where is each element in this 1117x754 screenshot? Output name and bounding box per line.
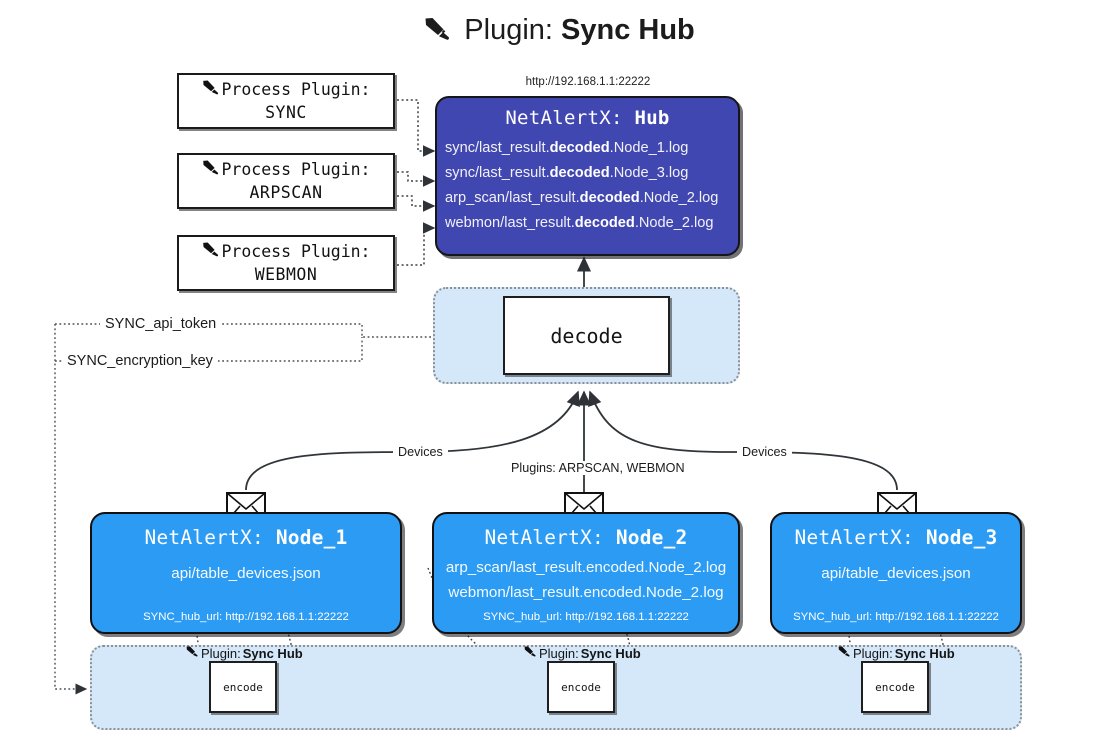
plug-icon bbox=[523, 645, 537, 661]
process-plugin-title: Process Plugin: bbox=[221, 80, 371, 100]
edge-label-devices-left: Devices bbox=[393, 445, 448, 459]
encode-box[interactable]: encode bbox=[861, 661, 929, 713]
node-hub-url: SYNC_hub_url: http://192.168.1.1:22222 bbox=[483, 611, 689, 623]
hub-logline: sync/last_result.decoded.Node_1.log bbox=[445, 140, 689, 156]
hub-logline: webmon/last_result.decoded.Node_2.log bbox=[445, 215, 714, 232]
node-hub-url: SYNC_hub_url: http://192.168.1.1:22222 bbox=[793, 611, 999, 623]
plug-icon bbox=[422, 16, 452, 50]
hub-logline: sync/last_result.decoded.Node_3.log bbox=[445, 165, 689, 182]
encode-box[interactable]: encode bbox=[547, 661, 615, 713]
title-name: Sync Hub bbox=[561, 14, 695, 46]
process-plugin-webmon[interactable]: Process Plugin: WEBMON bbox=[177, 235, 395, 291]
encode-box[interactable]: encode bbox=[209, 661, 277, 713]
process-plugin-name: ARPSCAN bbox=[249, 182, 323, 202]
process-plugin-sync[interactable]: Process Plugin: SYNC bbox=[177, 73, 395, 129]
node-line: webmon/last_result.encoded.Node_2.log bbox=[448, 583, 724, 601]
title-prefix: Plugin: bbox=[464, 14, 553, 46]
plug-icon bbox=[185, 645, 199, 661]
sync-api-token-label: SYNC_api_token bbox=[100, 316, 222, 332]
node-box-node-2[interactable]: NetAlertX: Node_2 arp_scan/last_result.e… bbox=[432, 512, 740, 634]
process-plugin-arpscan[interactable]: Process Plugin: ARPSCAN bbox=[177, 153, 395, 209]
process-plugin-name: SYNC bbox=[265, 102, 307, 122]
process-plugin-title: Process Plugin: bbox=[221, 242, 371, 262]
decode-box[interactable]: decode bbox=[503, 296, 670, 375]
edge-label-plugins: Plugins: ARPSCAN, WEBMON bbox=[506, 461, 690, 475]
hub-title: NetAlertX: Hub bbox=[505, 107, 670, 129]
sync-encryption-key-label: SYNC_encryption_key bbox=[62, 353, 218, 369]
node-box-node-1[interactable]: NetAlertX: Node_1 api/table_devices.json… bbox=[90, 512, 402, 634]
node-line: api/table_devices.json bbox=[171, 565, 321, 582]
node-title: NetAlertX: Node_1 bbox=[144, 526, 348, 549]
node-title: NetAlertX: Node_3 bbox=[794, 526, 998, 549]
plug-icon bbox=[201, 159, 220, 182]
node-title: NetAlertX: Node_2 bbox=[484, 526, 688, 549]
process-plugin-title: Process Plugin: bbox=[221, 160, 371, 180]
process-plugin-name: WEBMON bbox=[254, 264, 318, 284]
node-line: api/table_devices.json bbox=[821, 565, 971, 582]
plug-icon bbox=[837, 645, 851, 661]
page-title: Plugin: Sync Hub bbox=[0, 14, 1117, 50]
node-hub-url: SYNC_hub_url: http://192.168.1.1:22222 bbox=[143, 611, 349, 623]
hub-logline: arp_scan/last_result.decoded.Node_2.log bbox=[445, 190, 719, 207]
node-box-node-3[interactable]: NetAlertX: Node_3 api/table_devices.json… bbox=[770, 512, 1022, 634]
plug-icon bbox=[201, 241, 220, 264]
hub-box[interactable]: NetAlertX: Hub sync/last_result.decoded.… bbox=[435, 96, 740, 256]
encoder-plugin-label: Plugin: Sync Hub bbox=[523, 645, 641, 661]
encoder-plugin-label: Plugin: Sync Hub bbox=[837, 645, 955, 661]
node-line: arp_scan/last_result.encoded.Node_2.log bbox=[445, 559, 727, 576]
edge-label-devices-right: Devices bbox=[737, 445, 792, 459]
encoder-plugin-label: Plugin: Sync Hub bbox=[185, 645, 303, 661]
hub-url-label: http://192.168.1.1:22222 bbox=[525, 76, 651, 88]
plug-icon bbox=[201, 79, 220, 102]
